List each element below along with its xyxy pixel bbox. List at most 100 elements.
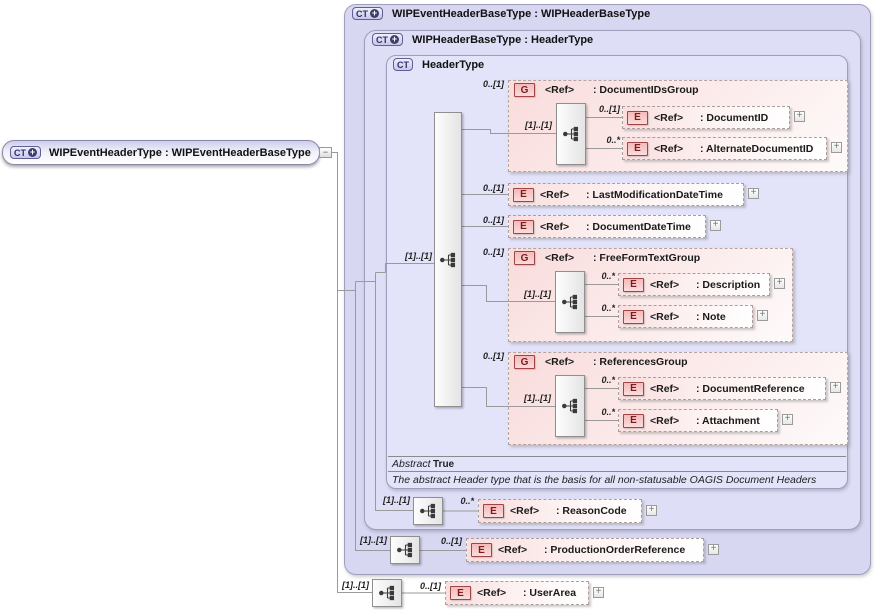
sequence-glyph-icon (378, 585, 394, 601)
group-header-freeformtextgroup[interactable]: G <Ref> : FreeFormTextGroup (514, 251, 700, 265)
group-header-documentidsgroup[interactable]: G <Ref> : DocumentIDsGroup (514, 83, 699, 97)
node-userarea[interactable]: E <Ref> : UserArea (445, 581, 589, 605)
expand-button-reasoncode[interactable]: + (646, 505, 657, 516)
node-reasoncode[interactable]: E <Ref> : ReasonCode (478, 499, 642, 523)
ref-label: <Ref> (545, 356, 575, 368)
sequence-icon[interactable] (556, 103, 586, 165)
group-badge: G (514, 83, 535, 97)
element-badge: E (627, 141, 648, 156)
element-badge: E (623, 309, 644, 324)
expand-button-lastmodificationdatetime[interactable]: + (748, 188, 759, 199)
expand-button-attachment[interactable]: + (782, 414, 793, 425)
element-badge: E (513, 219, 534, 234)
node-description[interactable]: E <Ref> : Description (618, 273, 770, 296)
node-attachment[interactable]: E <Ref> : Attachment (618, 409, 778, 432)
expand-button-documentreference[interactable]: + (830, 382, 841, 393)
occurs-freeformtextgroup-seq: [1]..[1] (524, 289, 551, 299)
divider (388, 471, 846, 472)
ref-label: <Ref> (654, 111, 684, 124)
element-name: : Note (696, 310, 726, 323)
type-annotation: The abstract Header type that is the bas… (392, 474, 817, 486)
node-documentdatetime[interactable]: E <Ref> : DocumentDateTime (508, 215, 706, 238)
node-alternatedocumentid[interactable]: E <Ref> : AlternateDocumentID (622, 137, 827, 160)
expand-button-note[interactable]: + (757, 310, 768, 321)
sequence-icon[interactable] (413, 497, 443, 525)
collapse-toggle[interactable]: − (319, 147, 332, 158)
ref-label: <Ref> (477, 587, 507, 599)
sequence-glyph-icon (561, 294, 577, 310)
group-header-referencesgroup[interactable]: G <Ref> : ReferencesGroup (514, 355, 688, 369)
occurs-userarea-seq: [1]..[1] (342, 580, 369, 590)
occurs-reasoncode: 0..* (460, 496, 474, 506)
ref-label: <Ref> (650, 310, 680, 323)
sequence-icon[interactable] (434, 112, 462, 407)
element-badge: E (471, 543, 492, 557)
group-badge: G (514, 355, 535, 369)
sequence-icon[interactable] (390, 536, 420, 564)
occurs-documentdatetime: 0..[1] (482, 215, 504, 225)
sequence-glyph-icon (419, 503, 435, 519)
element-name: : DocumentID (700, 111, 769, 124)
header-wipheaderbasetype: CT+ WIPHeaderBaseType : HeaderType (372, 33, 593, 46)
sequence-glyph-icon (561, 398, 577, 414)
sequence-glyph-icon (396, 542, 412, 558)
ref-label: <Ref> (510, 505, 540, 517)
sequence-icon[interactable] (372, 579, 402, 607)
sequence-icon[interactable] (555, 271, 585, 333)
element-badge: E (450, 586, 471, 600)
element-name: : Attachment (696, 414, 760, 427)
ref-label: <Ref> (545, 252, 575, 264)
complextype-badge[interactable]: CT+ (10, 146, 41, 159)
node-productionorderreference[interactable]: E <Ref> : ProductionOrderReference (466, 538, 704, 562)
occurs-referencesgroup: 0..[1] (482, 351, 504, 361)
badge-label: CT (356, 8, 368, 19)
ref-label: <Ref> (545, 84, 575, 96)
element-name: : ReasonCode (556, 505, 627, 517)
complextype-badge[interactable]: CT (393, 58, 413, 71)
expand-button-alternatedocumentid[interactable]: + (831, 142, 842, 153)
element-name: : LastModificationDateTime (586, 188, 723, 201)
element-badge: E (483, 504, 504, 518)
occurs-productionorderreference: 0..[1] (440, 536, 462, 546)
sequence-glyph-icon (439, 252, 455, 267)
ref-label: <Ref> (654, 142, 684, 155)
header-wipeventheaderbasetype: CT+ WIPEventHeaderBaseType : WIPHeaderBa… (352, 7, 650, 20)
expand-button-description[interactable]: + (774, 278, 785, 289)
node-documentid[interactable]: E <Ref> : DocumentID (622, 106, 790, 129)
ref-label: <Ref> (540, 220, 570, 233)
ref-label: <Ref> (498, 544, 528, 556)
container-title: WIPEventHeaderBaseType : WIPHeaderBaseTy… (392, 7, 651, 20)
node-lastmodificationdatetime[interactable]: E <Ref> : LastModificationDateTime (508, 183, 744, 206)
sequence-icon[interactable] (555, 375, 585, 437)
group-name: : ReferencesGroup (593, 356, 688, 368)
expand-button-documentdatetime[interactable]: + (710, 220, 721, 231)
abstract-label: Abstract (392, 458, 431, 470)
badge-label: CT (14, 147, 26, 158)
expand-button-productionorderreference[interactable]: + (708, 544, 719, 555)
expand-button-userarea[interactable]: + (593, 587, 604, 598)
element-badge: E (623, 413, 644, 428)
element-name: : ProductionOrderReference (544, 544, 686, 556)
complextype-badge[interactable]: CT+ (372, 33, 403, 46)
expand-button-documentid[interactable]: + (794, 111, 805, 122)
node-wipeventheadertype[interactable]: CT+ WIPEventHeaderType : WIPEventHeaderB… (2, 140, 320, 165)
occurs-productionorderreference-seq: [1]..[1] (360, 535, 387, 545)
sequence-glyph-icon (562, 126, 578, 142)
element-badge: E (623, 277, 644, 292)
divider (388, 456, 846, 457)
ref-label: <Ref> (650, 414, 680, 427)
header-headertype: CT HeaderType (393, 58, 484, 71)
ref-label: <Ref> (650, 382, 680, 395)
node-note[interactable]: E <Ref> : Note (618, 305, 753, 328)
root-node-label: WIPEventHeaderType : WIPEventHeaderBaseT… (49, 146, 311, 159)
node-documentreference[interactable]: E <Ref> : DocumentReference (618, 377, 826, 400)
occurs-lastmodificationdatetime: 0..[1] (482, 183, 504, 193)
group-name: : FreeFormTextGroup (593, 252, 701, 264)
complextype-badge[interactable]: CT+ (352, 7, 383, 20)
occurs-documentidsgroup-seq: [1]..[1] (525, 120, 552, 130)
occurs-main-sequence: [1]..[1] (405, 251, 432, 261)
element-name: : DocumentReference (696, 382, 805, 395)
occurs-documentid: 0..[1] (598, 104, 620, 114)
element-badge: E (627, 110, 648, 125)
